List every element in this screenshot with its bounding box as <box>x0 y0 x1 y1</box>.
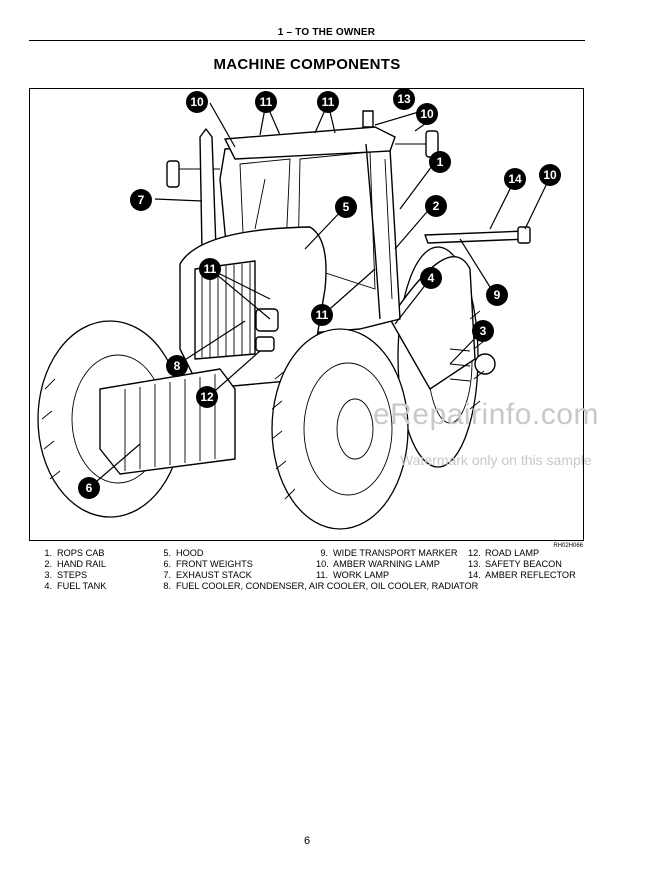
callout-13: 13 <box>393 89 415 110</box>
svg-text:10: 10 <box>420 107 434 121</box>
exhaust-stack <box>199 128 217 252</box>
cab-roof <box>224 126 396 160</box>
svg-text:9: 9 <box>494 288 501 302</box>
watermark-sub: Watermark only on this sample <box>400 452 592 468</box>
svg-text:3: 3 <box>480 324 487 338</box>
callout-10-a: 10 <box>186 91 208 113</box>
legend-item: 5.HOOD <box>163 548 204 558</box>
tractor-illustration: 10 11 11 13 10 1 7 5 2 14 10 11 4 9 11 3… <box>37 89 561 530</box>
callout-10-b: 10 <box>416 103 438 125</box>
svg-text:6: 6 <box>86 481 93 495</box>
svg-text:4: 4 <box>428 271 435 285</box>
figure-code: RH02H066 <box>553 543 583 549</box>
svg-text:5: 5 <box>343 200 350 214</box>
legend-item: 7.EXHAUST STACK <box>163 570 252 580</box>
callout-1: 1 <box>429 151 451 173</box>
svg-text:11: 11 <box>322 95 335 109</box>
callout-11-c: 11 <box>199 258 221 280</box>
callout-2: 2 <box>425 195 447 217</box>
legend-item: 11.WORK LAMP <box>316 570 390 580</box>
svg-text:2: 2 <box>433 199 440 213</box>
legend-item: 13.SAFETY BEACON <box>468 559 562 569</box>
svg-text:1: 1 <box>437 155 444 169</box>
tractor-figure: 10 11 11 13 10 1 7 5 2 14 10 11 4 9 11 3… <box>29 88 584 541</box>
legend-item: 6.FRONT WEIGHTS <box>163 559 253 569</box>
section-header: 1 – TO THE OWNER <box>277 27 376 38</box>
callout-3: 3 <box>472 320 494 342</box>
svg-text:11: 11 <box>260 95 273 109</box>
road-lamp-front <box>255 336 275 352</box>
leader-lines <box>89 102 551 488</box>
callout-14: 14 <box>504 168 526 190</box>
svg-text:13: 13 <box>397 92 411 106</box>
svg-text:8: 8 <box>174 359 181 373</box>
rear-fender <box>389 256 476 390</box>
callout-11-b: 11 <box>317 91 339 113</box>
grille-lines <box>201 263 251 357</box>
hand-rail <box>365 143 381 320</box>
callout-12: 12 <box>196 386 218 408</box>
legend-item: 4.FUEL TANK <box>44 581 107 591</box>
callout-9: 9 <box>486 284 508 306</box>
page-title: MACHINE COMPONENTS <box>213 56 401 73</box>
legend-item: 3.STEPS <box>44 570 88 580</box>
mirror-left <box>166 160 180 188</box>
svg-text:11: 11 <box>204 262 217 276</box>
page-number: 6 <box>303 835 311 847</box>
front-tire-right <box>271 328 409 530</box>
work-lamp-front <box>255 308 279 332</box>
header-rule <box>29 40 585 41</box>
legend-item: 8.FUEL COOLER, CONDENSER, AIR COOLER, OI… <box>163 581 479 591</box>
svg-text:14: 14 <box>508 172 522 186</box>
legend-item: 1.ROPS CAB <box>44 548 105 558</box>
callout-8: 8 <box>166 355 188 377</box>
legend-item: 9.WIDE TRANSPORT MARKER <box>320 548 458 558</box>
amber-reflector <box>517 226 531 244</box>
svg-text:12: 12 <box>200 390 214 404</box>
legend-item: 14.AMBER REFLECTOR <box>468 570 576 580</box>
callout-11-d: 11 <box>311 304 333 326</box>
svg-text:7: 7 <box>138 193 145 207</box>
callout-5: 5 <box>335 196 357 218</box>
callout-6: 6 <box>78 477 100 499</box>
svg-text:10: 10 <box>543 168 557 182</box>
svg-text:10: 10 <box>190 95 204 109</box>
callout-7: 7 <box>130 189 152 211</box>
steps <box>449 348 471 382</box>
callout-11-a: 11 <box>255 91 277 113</box>
svg-text:11: 11 <box>316 308 329 322</box>
legend-item: 2.HAND RAIL <box>44 559 107 569</box>
legend-item: 12.ROAD LAMP <box>468 548 540 558</box>
tread-marks <box>41 310 485 500</box>
legend-item: 10.AMBER WARNING LAMP <box>316 559 440 569</box>
weight-lines <box>124 374 216 471</box>
beacon <box>362 110 374 128</box>
watermark: eRepairinfo.com <box>373 398 599 431</box>
transport-marker-arm <box>424 230 529 244</box>
callout-4: 4 <box>420 267 442 289</box>
callout-10-c: 10 <box>539 164 561 186</box>
